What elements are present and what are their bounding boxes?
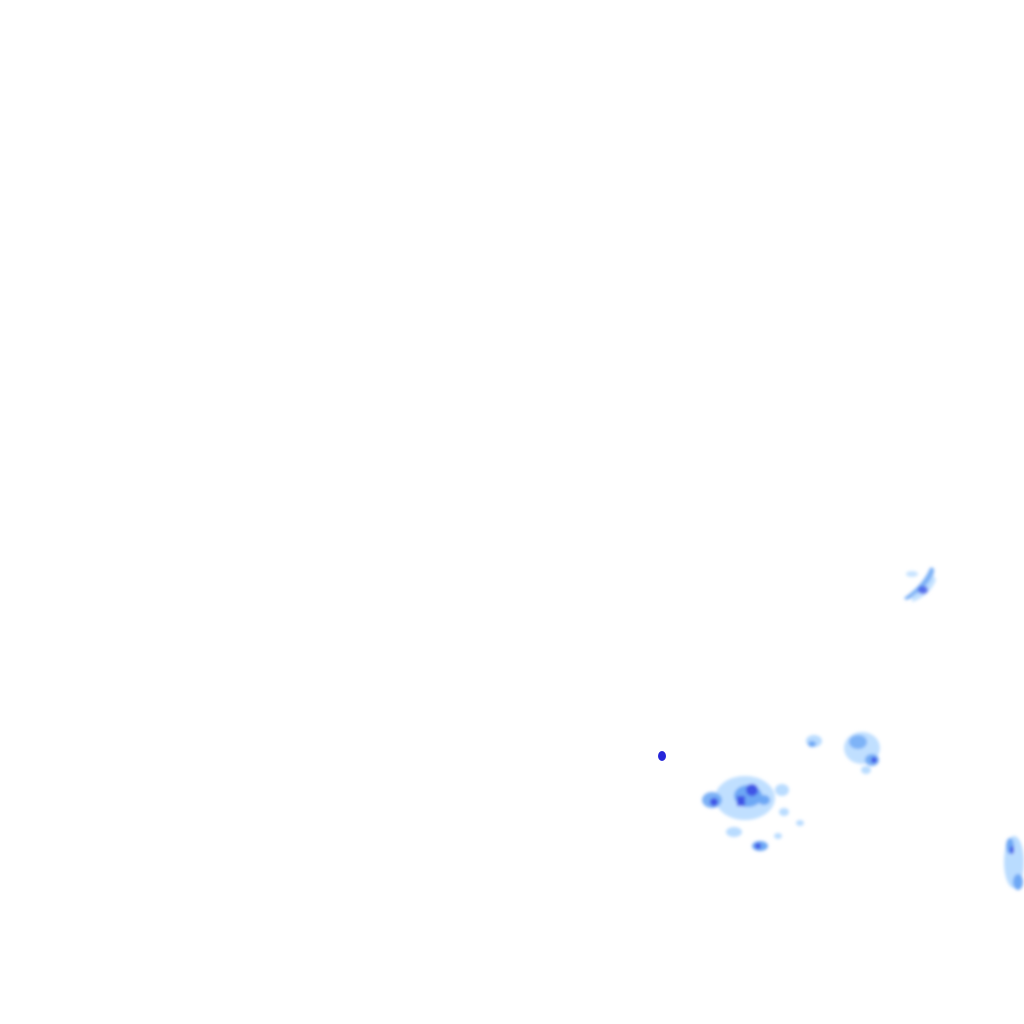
echo-cluster-south [702, 776, 804, 851]
echo-cluster-northeast [904, 567, 936, 602]
echo-cell-isolated [658, 751, 666, 761]
echo-cluster-right-edge [1004, 836, 1024, 890]
echo-cluster-small [806, 735, 822, 747]
echo-cluster-east [844, 732, 880, 774]
